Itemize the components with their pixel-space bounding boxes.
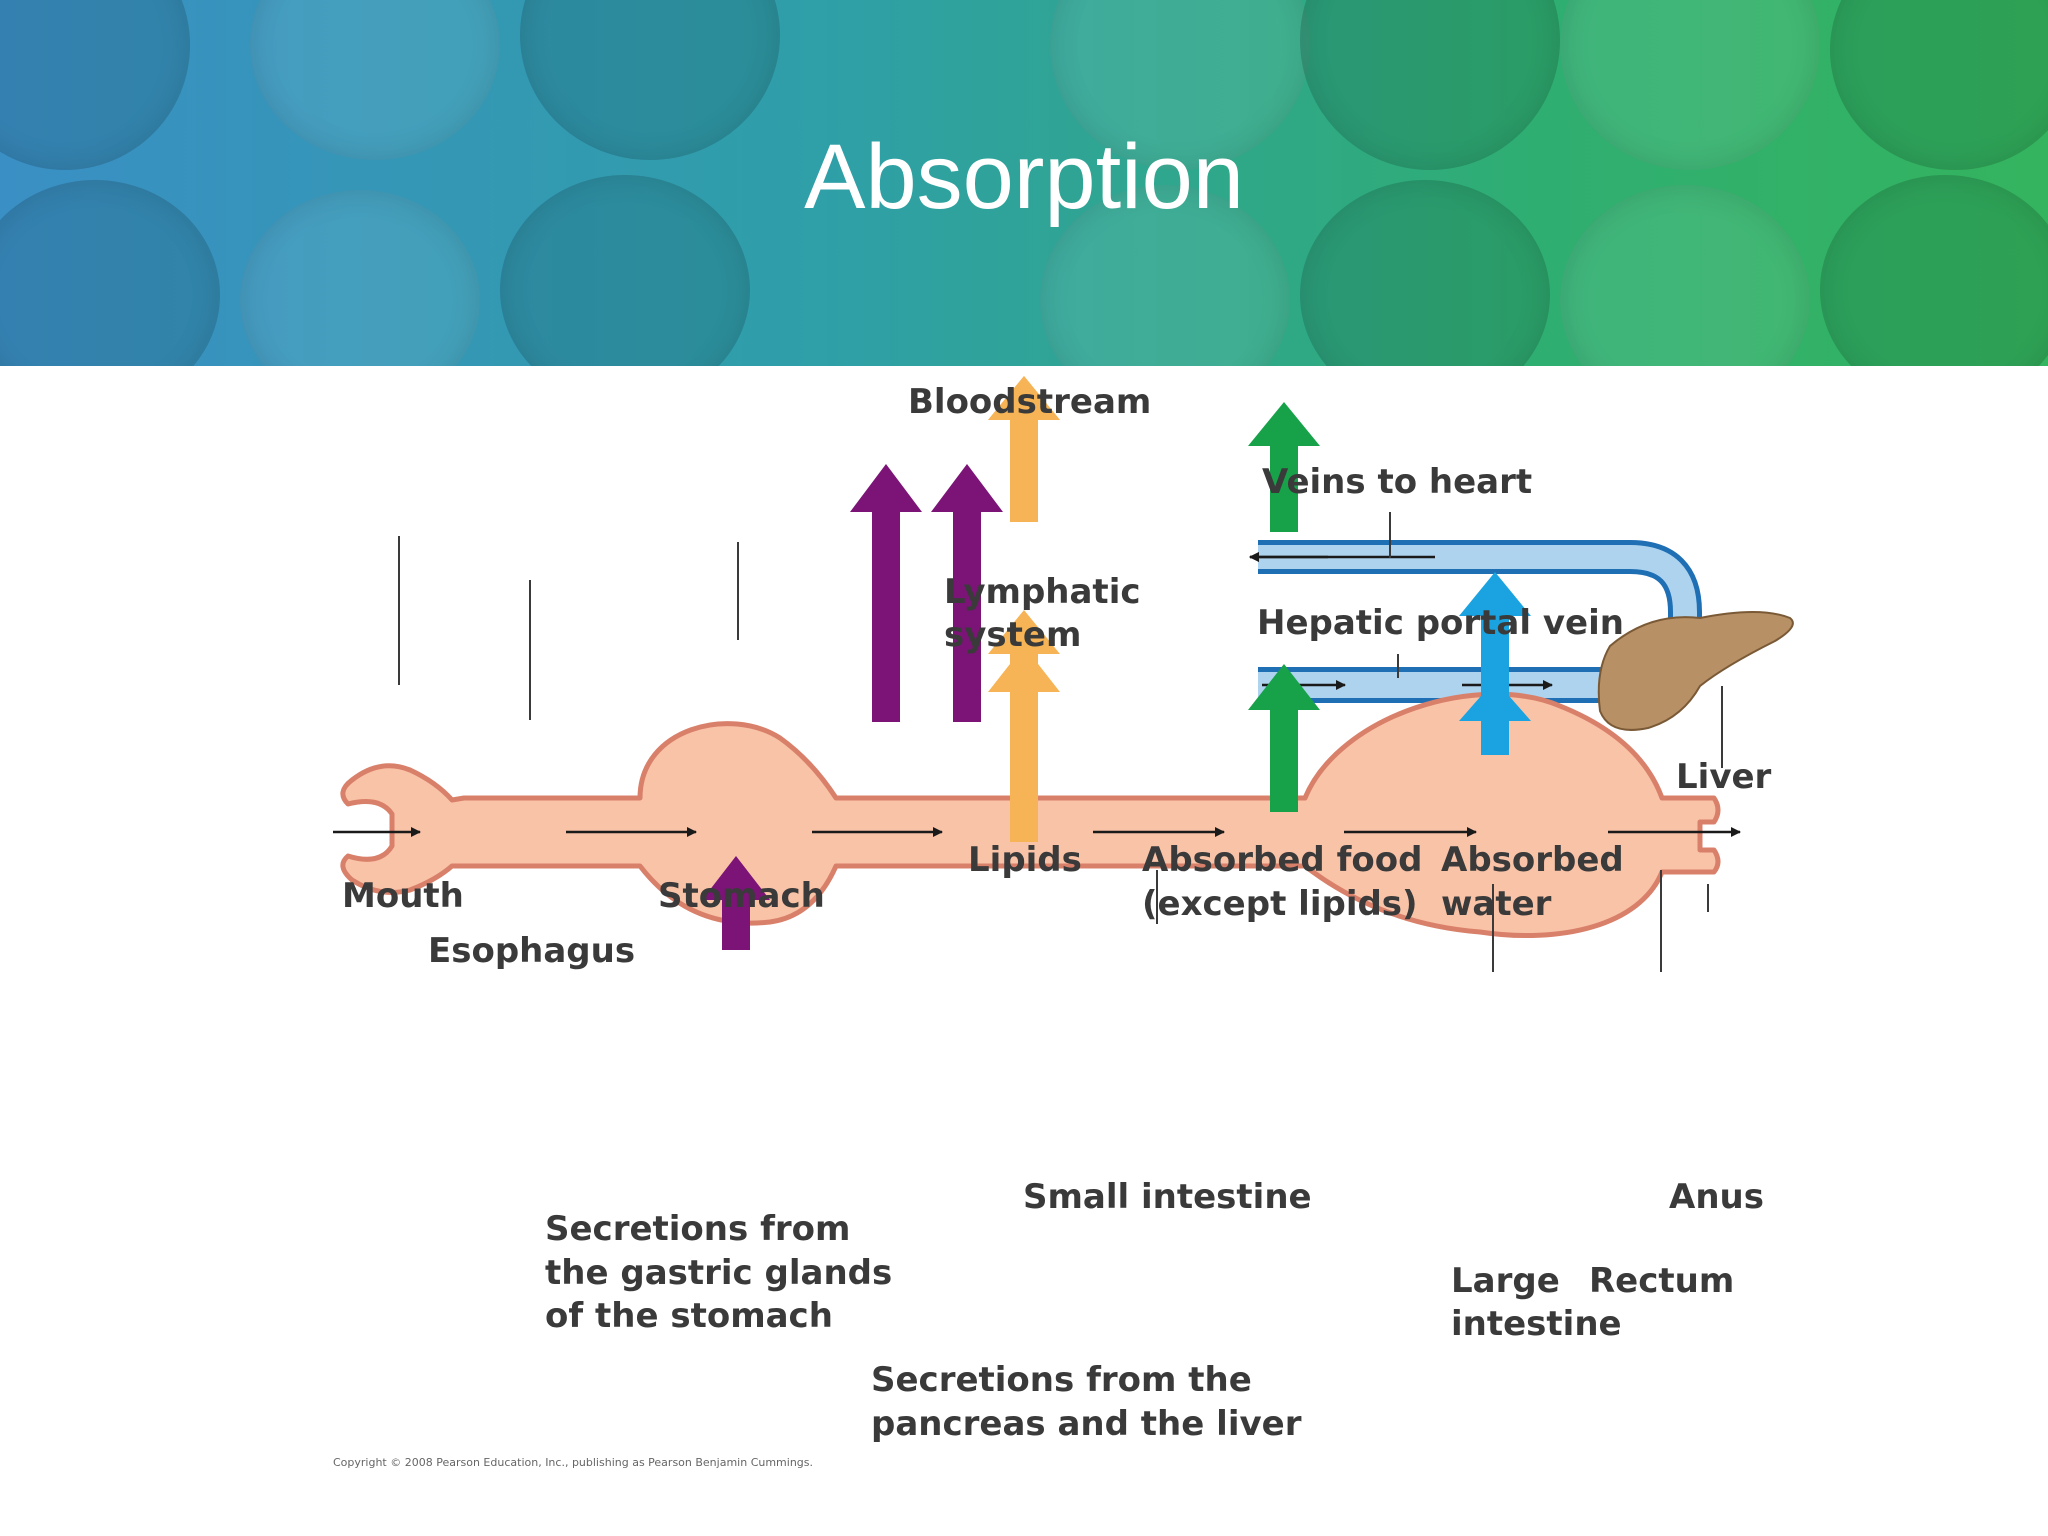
label-absorbed-food-line2: (except lipids)	[1142, 884, 1418, 924]
food-bowl-decoration	[1040, 185, 1290, 366]
label-hepatic-portal-vein: Hepatic portal vein	[1257, 603, 1624, 643]
label-anus: Anus	[1669, 1177, 1764, 1217]
leader-lines	[398, 512, 1723, 972]
label-mouth: Mouth	[342, 876, 464, 916]
label-liver: Liver	[1676, 757, 1772, 797]
label-large-intestine-line2: intestine	[1451, 1304, 1622, 1344]
label-absorbed-water-line2: water	[1441, 884, 1552, 924]
absorbed-food-arrows	[1248, 402, 1320, 812]
label-lymphatic-line1: Lymphatic	[944, 572, 1141, 612]
food-bowl-decoration	[240, 190, 480, 366]
lipid-arrows	[988, 376, 1060, 842]
label-esophagus: Esophagus	[428, 931, 635, 971]
vein-to-heart-tube	[1258, 540, 1702, 636]
label-absorbed-food-line1: Absorbed food	[1142, 840, 1422, 880]
label-lipids: Lipids	[968, 840, 1082, 880]
food-bowl-decoration	[1300, 180, 1550, 366]
absorbed-water-arrows	[1459, 572, 1531, 755]
label-veins-to-heart: Veins to heart	[1262, 462, 1532, 502]
label-bloodstream: Bloodstream	[908, 382, 1151, 422]
copyright-notice: Copyright © 2008 Pearson Education, Inc.…	[333, 1456, 813, 1469]
diagram-labels: Bloodstream Veins to heart Lymphatic sys…	[333, 382, 1772, 1469]
digestive-absorption-diagram: Bloodstream Veins to heart Lymphatic sys…	[333, 376, 1794, 1469]
food-bowl-decoration	[1820, 175, 2048, 366]
label-gastric-line2: the gastric glands	[545, 1253, 892, 1293]
label-lymphatic-line2: system	[944, 615, 1081, 655]
food-bowl-decoration	[500, 175, 750, 366]
label-pancreas-line1: Secretions from the	[871, 1360, 1252, 1400]
label-stomach: Stomach	[658, 876, 825, 916]
label-large-intestine-line1: Large	[1451, 1261, 1560, 1301]
food-bowl-decoration	[1560, 185, 1810, 366]
label-gastric-line3: of the stomach	[545, 1296, 833, 1336]
title-banner: Absorption	[0, 0, 2048, 366]
label-pancreas-line2: pancreas and the liver	[871, 1404, 1302, 1444]
secretion-arrows	[702, 464, 1003, 950]
label-rectum: Rectum	[1589, 1261, 1734, 1301]
label-absorbed-water-line1: Absorbed	[1441, 840, 1624, 880]
slide-title: Absorption	[804, 126, 1244, 228]
liver-shape	[1597, 611, 1794, 731]
label-gastric-line1: Secretions from	[545, 1209, 850, 1249]
label-small-intestine: Small intestine	[1023, 1177, 1312, 1217]
